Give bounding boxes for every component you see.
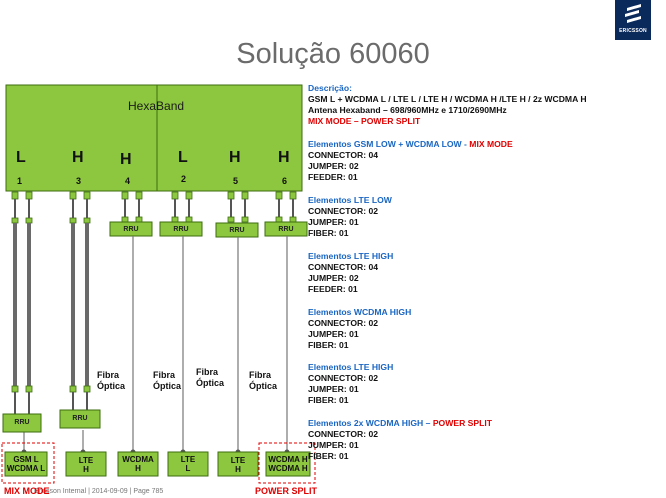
antenna-body	[5, 84, 303, 192]
rru-label: RRU	[14, 419, 30, 426]
bottom-rru-boxes	[2, 409, 101, 433]
antenna-name: HexaBand	[128, 99, 185, 113]
elements-title: Elementos 2x WCDMA HIGH – POWER SPLIT	[308, 418, 493, 428]
elements-block: Elementos GSM LOW + WCDMA LOW - MIX MODE…	[308, 139, 513, 182]
rru-label: RRU	[123, 226, 139, 233]
mix-mode-highlight	[1, 442, 55, 484]
mix-mode-label: MIX MODE	[4, 486, 50, 496]
elements-block: Elementos 2x WCDMA HIGH – POWER SPLIT CO…	[308, 418, 493, 461]
base-units	[4, 451, 311, 477]
elements-block: Elementos LTE LOW CONNECTOR: 02 JUMPER: …	[308, 195, 392, 238]
description-block: Descrição: GSM L + WCDMA L / LTE L / LTE…	[308, 83, 587, 127]
jumper-connectors	[121, 216, 297, 223]
description-heading: Descrição:	[308, 83, 352, 93]
band-label: L	[178, 149, 188, 166]
fiber-cables	[23, 236, 288, 452]
footer-text: Ericsson Internal | 2014-09-09 | Page 78…	[34, 488, 164, 495]
band-label: L	[16, 149, 26, 166]
ericsson-logo	[615, 0, 651, 40]
elements-title: Elementos WCDMA HIGH	[308, 307, 412, 317]
elements-title: Elementos LTE HIGH	[308, 362, 394, 372]
ericsson-logo-icon	[625, 4, 641, 23]
logo-text: ERICSSON	[619, 28, 647, 34]
port-number: 6	[282, 176, 288, 186]
band-label: H	[229, 149, 241, 166]
power-split-label: POWER SPLIT	[255, 486, 318, 496]
top-rru-boxes	[109, 221, 308, 238]
description-line: Antena Hexaband – 698/960MHz e 1710/2690…	[308, 105, 507, 115]
slide-title: Solução 60060	[236, 38, 430, 70]
description-mode: MIX MODE – POWER SPLIT	[308, 116, 421, 126]
elements-block: Elementos LTE HIGH CONNECTOR: 04 JUMPER:…	[308, 251, 394, 294]
elements-title: Elementos LTE HIGH	[308, 251, 394, 261]
band-label: H	[72, 149, 84, 166]
band-label: H	[278, 149, 290, 166]
port-number: 5	[233, 176, 239, 186]
jumper-cables	[124, 199, 294, 221]
band-label: H	[120, 151, 132, 168]
power-split-highlight	[258, 442, 316, 484]
antenna-port-connectors	[11, 191, 297, 200]
elements-title: Elementos LTE LOW	[308, 195, 392, 205]
description-line: GSM L + WCDMA L / LTE L / LTE H / WCDMA …	[308, 94, 587, 104]
feeder-cables	[11, 199, 91, 414]
elements-block: Elementos WCDMA HIGH CONNECTOR: 02 JUMPE…	[308, 307, 412, 350]
elements-title: Elementos GSM LOW + WCDMA LOW - MIX MODE	[308, 139, 513, 149]
port-number: 4	[125, 176, 131, 186]
rru-label: RRU	[173, 226, 189, 233]
port-number: 3	[76, 176, 82, 186]
port-number: 2	[181, 174, 187, 184]
rru-label: RRU	[229, 227, 245, 234]
elements-block: Elementos LTE HIGH CONNECTOR: 02 JUMPER:…	[308, 362, 394, 405]
rru-label: RRU	[72, 415, 88, 422]
port-number: 1	[17, 176, 23, 186]
rru-label: RRU	[278, 226, 294, 233]
